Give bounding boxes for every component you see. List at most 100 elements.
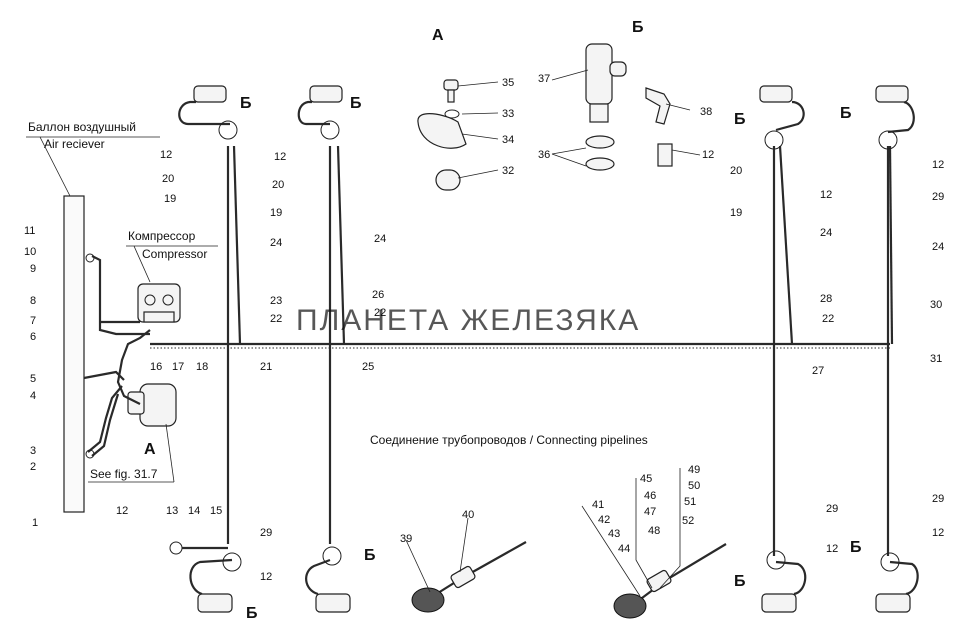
hose-connector-bottom-3 — [761, 550, 807, 613]
hose-connector-top-2 — [297, 85, 343, 140]
part-number: 12 — [932, 527, 944, 539]
part-number: 12 — [274, 151, 286, 163]
part-number: 10 — [24, 246, 36, 258]
part-number: 52 — [682, 515, 694, 527]
connecting-pipelines-caption: Соединение трубопроводов / Connecting pi… — [370, 433, 648, 447]
part-number: 21 — [260, 361, 272, 373]
part-number: 12 — [826, 543, 838, 555]
part-number: 24 — [932, 241, 944, 253]
part-number: 11 — [24, 225, 35, 237]
part-number: 29 — [932, 493, 944, 505]
part-number: 41 — [592, 499, 604, 511]
compressor-label-ru: Компрессор — [128, 229, 196, 243]
hose-connector-bottom-4 — [875, 552, 919, 613]
part-number: 47 — [644, 506, 656, 518]
part-number: 12 — [260, 571, 272, 583]
part-number: 30 — [930, 299, 942, 311]
hose-connector-top-1 — [178, 85, 238, 140]
part-number: 22 — [270, 313, 282, 325]
part-number: 44 — [618, 543, 630, 555]
watermark: ПЛАНЕТА ЖЕЛЕЗЯКА — [296, 304, 640, 337]
marker-a: А — [144, 441, 156, 458]
part-number: 31 — [930, 353, 942, 365]
part-number: 19 — [164, 193, 176, 205]
marker-b: Б — [350, 95, 362, 112]
marker-b: Б — [364, 547, 376, 564]
marker-b: Б — [246, 605, 258, 622]
part-number: 19 — [270, 207, 282, 219]
part-number: 51 — [684, 496, 696, 508]
part-number: 46 — [644, 490, 656, 502]
compressor — [137, 283, 181, 323]
part-number: 35 — [502, 77, 514, 89]
part-number: 1 — [32, 517, 38, 529]
hose-connector-top-4 — [875, 85, 915, 150]
part-number: 24 — [820, 227, 832, 239]
part-number: 6 — [30, 331, 36, 343]
part-number: 7 — [30, 315, 36, 327]
part-number: 8 — [30, 295, 36, 307]
air-receiver-body — [63, 195, 85, 513]
part-number: 5 — [30, 373, 36, 385]
part-number: 42 — [598, 514, 610, 526]
part-number: 4 — [30, 390, 36, 402]
part-number: 48 — [648, 525, 660, 537]
part-number: 20 — [730, 165, 742, 177]
part-number: 13 — [166, 505, 178, 517]
part-number: 2 — [30, 461, 36, 473]
part-number: 29 — [826, 503, 838, 515]
part-number: 12 — [932, 159, 944, 171]
part-number: 49 — [688, 464, 700, 476]
part-number: 38 — [700, 106, 712, 118]
see-fig-reference: See fig. 31.7 — [90, 467, 158, 481]
part-number: 12 — [820, 189, 832, 201]
marker-b: Б — [734, 111, 746, 128]
hose-connector-bottom-2 — [305, 546, 351, 613]
compressor-label-en: Compressor — [142, 247, 207, 261]
hose-connector-top-3 — [759, 85, 805, 150]
part-number: 14 — [188, 505, 200, 517]
part-number: 24 — [270, 237, 282, 249]
heading-detail-b: Б — [632, 19, 644, 36]
part-number: 28 — [820, 293, 832, 305]
part-number: 17 — [172, 361, 184, 373]
part-number: 25 — [362, 361, 374, 373]
receiver-label-en: Air reciever — [44, 137, 105, 151]
receiver-label-ru: Баллон воздушный — [28, 120, 136, 134]
part-number: 50 — [688, 480, 700, 492]
part-number: 29 — [932, 191, 944, 203]
part-number: 43 — [608, 528, 620, 540]
part-number: 32 — [502, 165, 514, 177]
marker-b: Б — [240, 95, 252, 112]
part-number: 16 — [150, 361, 162, 373]
part-number: 20 — [162, 173, 174, 185]
part-number: 15 — [210, 505, 222, 517]
part-number: 12 — [702, 149, 714, 161]
marker-b: Б — [840, 105, 852, 122]
connecting-pipeline-right — [613, 543, 727, 619]
hose-connector-bottom-1 — [169, 541, 242, 613]
part-number: 23 — [270, 295, 282, 307]
part-number: 12 — [116, 505, 128, 517]
part-number: 39 — [400, 533, 412, 545]
pressure-regulator — [127, 383, 177, 427]
heading-detail-a: А — [432, 27, 444, 44]
part-number: 36 — [538, 149, 550, 161]
part-number: 45 — [640, 473, 652, 485]
part-number: 22 — [822, 313, 834, 325]
detail-b-parts — [585, 43, 673, 171]
marker-b: Б — [850, 539, 862, 556]
part-number: 3 — [30, 445, 36, 457]
part-number: 9 — [30, 263, 36, 275]
part-number: 18 — [196, 361, 208, 373]
part-number: 26 — [372, 289, 384, 301]
part-number: 29 — [260, 527, 272, 539]
part-number: 12 — [160, 149, 172, 161]
part-number: 33 — [502, 108, 514, 120]
part-number: 27 — [812, 365, 824, 377]
part-number: 40 — [462, 509, 474, 521]
part-number: 22 — [374, 307, 386, 319]
marker-b: Б — [734, 573, 746, 590]
part-number: 20 — [272, 179, 284, 191]
